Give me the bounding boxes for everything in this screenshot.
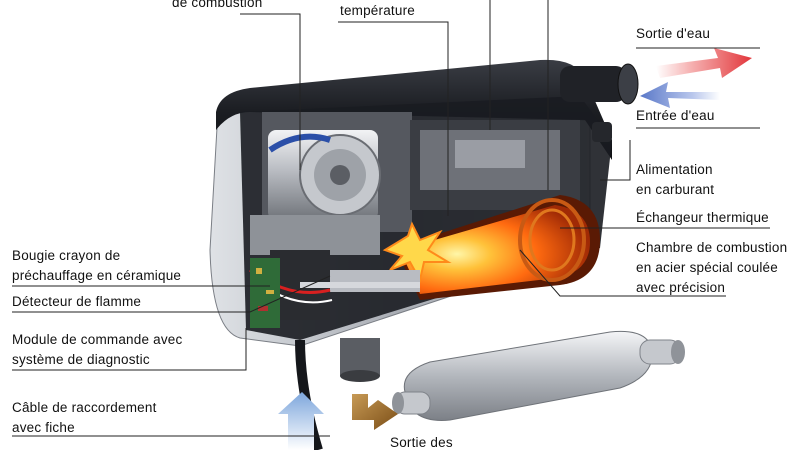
label-combustion-chamber-line3: avec précision xyxy=(636,280,726,295)
exhaust-out-arrow xyxy=(352,394,398,430)
label-glow-pin-line2: préchauffage en céramique xyxy=(12,268,182,283)
label-temperature-top: température xyxy=(340,3,415,18)
blower-motor xyxy=(250,130,381,320)
label-combustion-chamber-line1: Chambre de combustion xyxy=(636,240,788,255)
connection-cable xyxy=(295,338,380,450)
label-cable-line1: Câble de raccordement xyxy=(12,400,157,415)
label-flame-detector: Détecteur de flamme xyxy=(12,294,142,309)
leader-lines xyxy=(12,0,770,437)
label-fuel-supply-line2: en carburant xyxy=(636,182,715,197)
label-fuel-supply-line1: Alimentation xyxy=(636,162,713,177)
water-in-arrow xyxy=(640,82,720,108)
label-control-module-line2: système de diagnostic xyxy=(12,352,150,367)
control-board xyxy=(250,258,280,328)
label-water-in: Entrée d'eau xyxy=(636,108,715,123)
label-combustion-chamber-line2: en acier spécial coulée xyxy=(636,260,778,275)
label-combustion-air-top: de combustion xyxy=(172,0,263,10)
label-water-out: Sortie d'eau xyxy=(636,26,711,41)
label-control-module-line1: Module de commande avec xyxy=(12,332,183,347)
combustion-chamber xyxy=(395,195,600,300)
water-out-arrow xyxy=(656,48,752,78)
label-heat-exchanger: Échangeur thermique xyxy=(636,210,769,225)
exhaust-muffler xyxy=(392,330,685,421)
label-exhaust-out: Sortie des xyxy=(390,435,453,450)
label-glow-pin-line1: Bougie crayon de xyxy=(12,248,121,263)
label-cable-line2: avec fiche xyxy=(12,420,75,435)
water-connector-pipe xyxy=(560,63,639,142)
